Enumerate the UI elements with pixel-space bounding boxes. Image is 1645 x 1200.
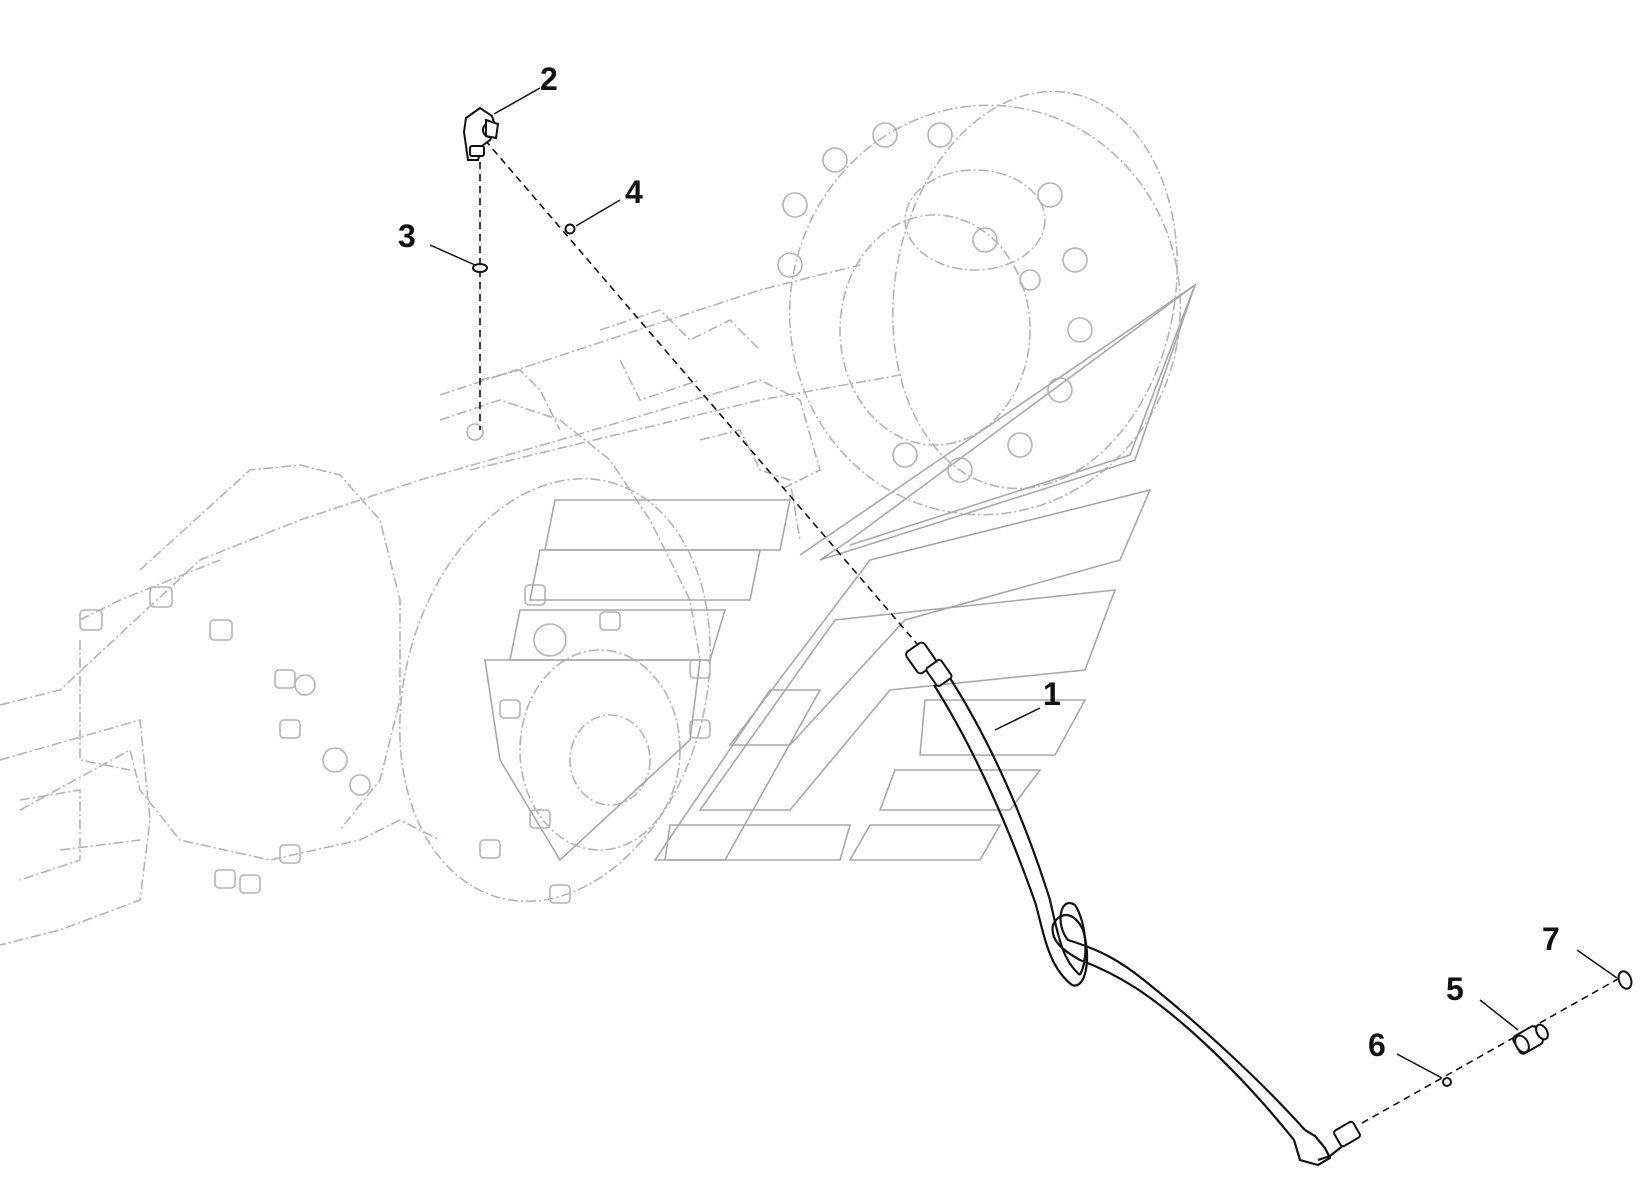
callout-labels: 1 2 3 4 5 6 7 (398, 61, 1560, 1063)
washer-part-3 (472, 263, 488, 273)
assembly-lines (479, 139, 1626, 1124)
hose-assembly-part-1 (905, 641, 1361, 1167)
o-ring-part-6 (1442, 1077, 1452, 1087)
adapter-part-5 (1512, 1023, 1549, 1055)
callout-7: 7 (1542, 921, 1560, 957)
cap-part-7 (1617, 970, 1633, 990)
callout-4: 4 (625, 174, 643, 210)
o-ring-part-4 (564, 223, 576, 235)
callout-5: 5 (1446, 971, 1464, 1007)
callout-1: 1 (1043, 676, 1061, 712)
callout-3: 3 (398, 218, 416, 254)
axle-housing-ghost (0, 90, 1182, 946)
leader-lines (429, 87, 1618, 1079)
callout-6: 6 (1368, 1027, 1386, 1063)
elbow-fitting-part-2 (462, 106, 500, 161)
callout-2: 2 (540, 61, 558, 97)
watermark-logo (484, 282, 1197, 862)
